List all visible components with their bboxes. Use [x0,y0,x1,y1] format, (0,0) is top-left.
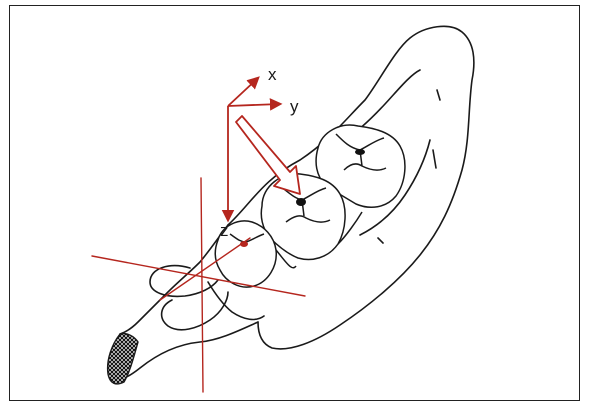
y-axis-label: y [290,97,299,116]
x-axis-label: x [268,65,277,84]
vertical-reference-line [201,178,203,392]
teeth [215,125,405,287]
y-axis-arrow [228,104,280,106]
x-axis-arrow [228,78,258,106]
z-axis-label: z [220,221,229,240]
marker-rear [355,149,365,155]
marker-middle [296,198,306,206]
condyle-cut-end [108,333,138,383]
